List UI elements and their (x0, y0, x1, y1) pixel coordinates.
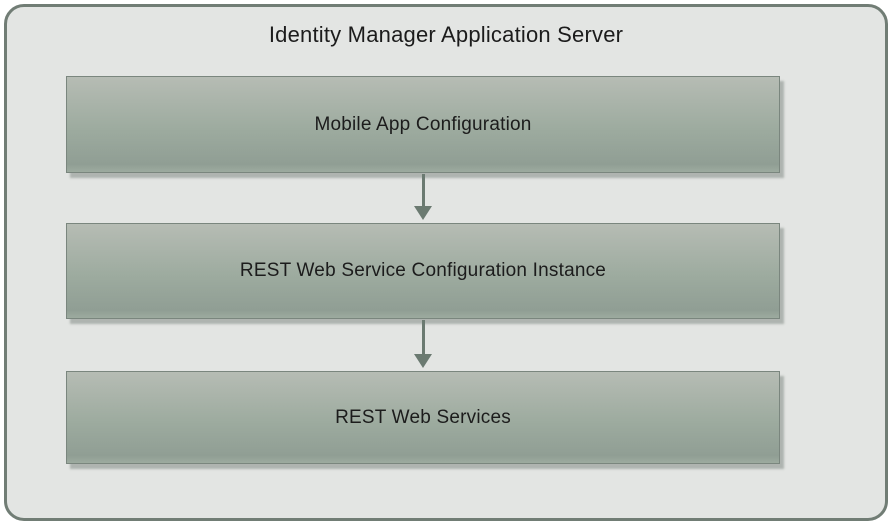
node-mobile-app-configuration: Mobile App Configuration (66, 76, 780, 173)
arrow-head (414, 354, 432, 368)
node-label: REST Web Services (335, 406, 511, 428)
arrow-head (414, 206, 432, 220)
node-label: Mobile App Configuration (314, 113, 532, 135)
application-server-container: Identity Manager Application Server Mobi… (4, 4, 888, 521)
node-label: REST Web Service Configuration Instance (239, 260, 607, 281)
arrow-down-icon (414, 320, 432, 368)
diagram-title: Identity Manager Application Server (268, 22, 624, 47)
arrow-down-icon (414, 174, 432, 220)
node-rest-web-service-configuration-instance: REST Web Service Configuration Instance (66, 223, 780, 319)
arrow-shaft (421, 174, 425, 206)
arrow-shaft (421, 320, 425, 354)
node-rest-web-services: REST Web Services (66, 371, 780, 464)
